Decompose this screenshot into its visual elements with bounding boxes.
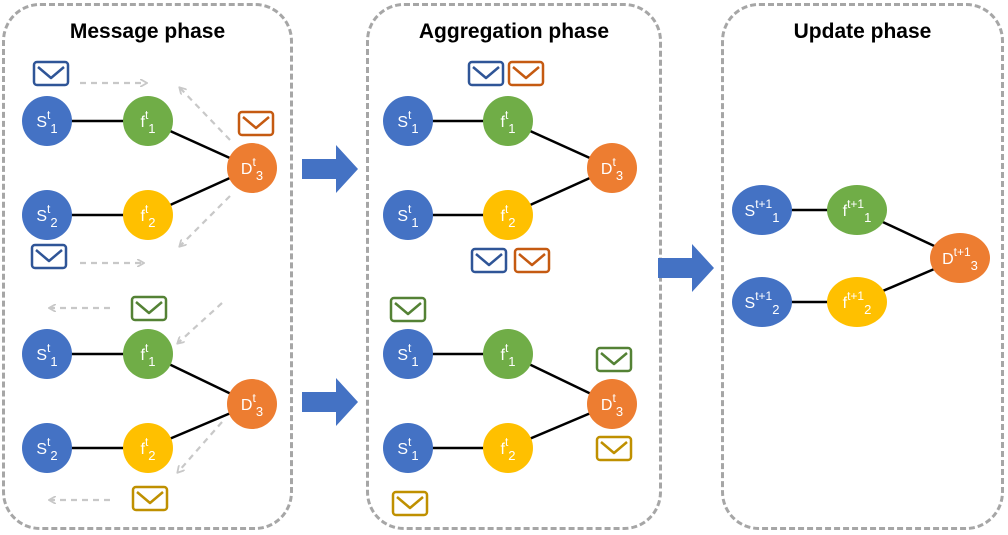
right-arrow-icon [302,378,358,426]
svg-text:ft+12: ft+12 [843,289,872,317]
factor-node: ft2 [123,190,173,240]
state-node: St2 [22,190,72,240]
message-phase-panel: Message phase [2,3,293,530]
svg-text:St2: St2 [36,202,57,230]
right-arrow-icon [658,244,714,292]
state-node: St+12 [732,277,792,327]
envelope-icon [595,435,633,462]
state-node: St1 [383,96,433,146]
factor-node: ft2 [123,423,173,473]
svg-text:St2: St2 [36,435,57,463]
envelope-icon [470,247,508,274]
envelope-icon [32,60,70,87]
dashed-arrow-icon [178,421,223,472]
decision-node: Dt3 [587,379,637,429]
dashed-arrow-icon [180,195,231,246]
svg-text:St1: St1 [397,202,418,230]
decision-node: Dt3 [227,379,277,429]
decision-node: Dt3 [587,143,637,193]
envelope-icon [595,346,633,373]
svg-text:Dt3: Dt3 [241,155,263,183]
svg-text:St1: St1 [397,108,418,136]
factor-node: ft1 [483,96,533,146]
svg-text:Dt3: Dt3 [601,155,623,183]
dashed-arrow-icon [178,302,223,343]
svg-text:St+12: St+12 [745,289,780,317]
envelope-icon [130,295,168,322]
svg-text:ft1: ft1 [500,108,515,136]
svg-text:ft1: ft1 [140,341,155,369]
state-node: St1 [383,190,433,240]
svg-text:St+11: St+11 [745,197,780,225]
svg-text:ft+11: ft+11 [843,197,872,225]
state-node: St1 [383,423,433,473]
state-node: St1 [22,96,72,146]
update-phase-panel: Update phase [721,3,1004,530]
svg-text:ft1: ft1 [500,341,515,369]
decision-node: Dt3 [227,143,277,193]
envelope-icon [467,60,505,87]
envelope-icon [391,490,429,517]
envelope-icon [507,60,545,87]
svg-text:Dt+13: Dt+13 [942,245,978,273]
flow-arrow-top [302,145,358,193]
svg-text:ft1: ft1 [140,108,155,136]
state-node: St+11 [732,185,792,235]
svg-text:ft2: ft2 [500,202,515,230]
dashed-arrow-icon [180,88,231,141]
factor-node: ft1 [123,329,173,379]
right-arrow-icon [302,145,358,193]
aggregation-phase-title: Aggregation phase [418,20,610,43]
factor-node: ft+11 [827,185,887,235]
envelope-icon [513,247,551,274]
envelope-icon [30,243,68,270]
factor-node: ft+12 [827,277,887,327]
factor-node: ft1 [483,329,533,379]
svg-text:Dt3: Dt3 [241,391,263,419]
update-phase-title: Update phase [793,20,932,43]
envelope-icon [237,110,275,137]
state-node: St2 [22,423,72,473]
state-node: St1 [383,329,433,379]
flow-arrow-update [658,244,714,292]
svg-text:St1: St1 [397,435,418,463]
svg-text:Dt3: Dt3 [601,391,623,419]
svg-text:St1: St1 [36,341,57,369]
envelope-icon [389,296,427,323]
svg-text:ft2: ft2 [140,202,155,230]
state-node: St1 [22,329,72,379]
factor-node: ft1 [123,96,173,146]
factor-node: ft2 [483,423,533,473]
svg-text:St1: St1 [36,108,57,136]
flow-arrow-bottom [302,378,358,426]
svg-text:St1: St1 [397,341,418,369]
factor-node: ft2 [483,190,533,240]
envelope-icon [131,485,169,512]
svg-text:ft2: ft2 [500,435,515,463]
decision-node: Dt+13 [930,233,990,283]
svg-text:ft2: ft2 [140,435,155,463]
message-phase-title: Message phase [69,20,226,43]
